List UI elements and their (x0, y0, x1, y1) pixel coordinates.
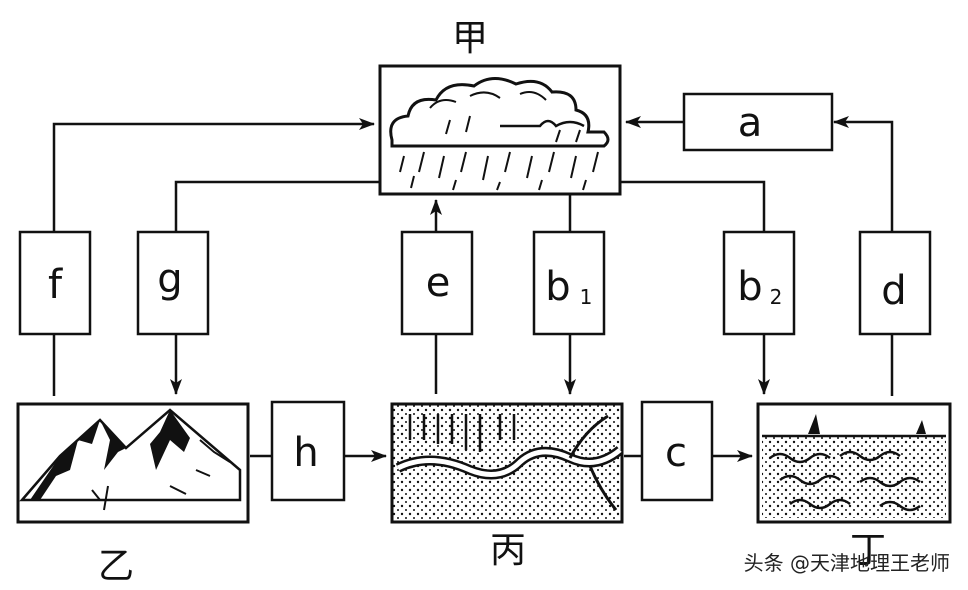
svg-text:f: f (48, 262, 63, 308)
svg-text:a: a (738, 100, 763, 146)
node-top-cloud (378, 64, 622, 196)
svg-text:1: 1 (580, 285, 593, 309)
box-h: h (270, 400, 346, 502)
svg-text:e: e (426, 260, 451, 306)
rain-icon (399, 115, 599, 191)
svg-text:d: d (881, 268, 906, 314)
svg-text:c: c (665, 430, 687, 476)
box-f: f (18, 230, 92, 336)
svg-text:2: 2 (770, 285, 783, 309)
box-g: g (136, 230, 210, 336)
node-mountain-label: 乙 (98, 546, 134, 587)
box-a: a (682, 92, 834, 152)
node-land (390, 402, 624, 524)
svg-text:b: b (737, 264, 762, 310)
box-b2: b 2 (722, 230, 796, 336)
cloud-icon (389, 77, 610, 148)
node-ocean (756, 402, 952, 524)
watermark-text: 头条 @天津地理王老师 (744, 551, 950, 575)
node-top-label: 甲 (452, 18, 488, 59)
svg-text:b: b (545, 264, 570, 310)
svg-text:h: h (293, 430, 318, 476)
box-d: d (858, 230, 932, 336)
node-mountain (16, 402, 250, 524)
node-ocean-label: 丁 (850, 530, 886, 571)
box-c: c (640, 400, 714, 502)
node-land-label: 丙 (490, 530, 526, 571)
box-b1: b 1 (532, 230, 606, 336)
box-e: e (400, 230, 474, 336)
waves-icon (769, 450, 921, 512)
svg-text:g: g (157, 256, 182, 302)
